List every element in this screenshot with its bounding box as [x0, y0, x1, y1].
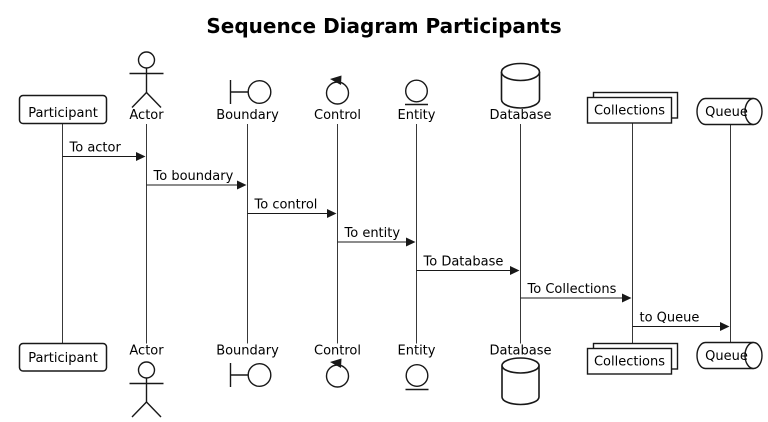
arrowhead — [720, 322, 730, 331]
queue-label: Queue — [705, 349, 748, 364]
arrowhead — [237, 180, 247, 190]
message-label: To actor — [69, 141, 122, 156]
queue-icon — [696, 341, 763, 370]
boundary-icon — [229, 79, 272, 104]
lifelines — [62, 123, 731, 344]
arrowhead — [510, 266, 520, 275]
participant-top: Participant — [18, 94, 108, 125]
control-top: Control — [314, 75, 361, 123]
boundary-label: Boundary — [216, 344, 279, 359]
control-icon — [325, 75, 350, 105]
database-icon — [500, 62, 541, 109]
message-to-entity: To entity — [337, 226, 416, 247]
control-label: Control — [314, 108, 361, 123]
diagram-title: Sequence Diagram Participants — [206, 14, 561, 38]
collections-icon — [586, 342, 679, 375]
participant-label: Participant — [28, 351, 98, 366]
control-label: Control — [314, 344, 361, 359]
collections-top: Collections — [586, 91, 679, 124]
actor-label: Actor — [129, 344, 164, 359]
participant-box-icon — [18, 342, 108, 372]
collections-icon — [586, 91, 679, 124]
message-to-actor: To actor — [62, 141, 146, 161]
message-label: To entity — [344, 226, 401, 241]
actor-icon — [129, 51, 164, 108]
actor-label: Actor — [129, 108, 164, 123]
queue-label: Queue — [705, 105, 748, 120]
participant-bottom: Participant — [18, 342, 108, 372]
participant-box-icon — [18, 94, 108, 125]
message-to-database: To Database — [416, 255, 520, 275]
queue-top: Queue — [696, 97, 763, 126]
collections-label: Collections — [594, 355, 665, 370]
database-label: Database — [489, 108, 551, 123]
queue-bottom: Queue — [696, 341, 763, 370]
message-label: To boundary — [153, 169, 234, 184]
entity-top: Entity — [398, 79, 436, 123]
database-label: Database — [489, 344, 551, 359]
collections-label: Collections — [594, 104, 665, 119]
database-top: Database — [489, 62, 552, 123]
actor-icon — [129, 361, 164, 418]
control-icon — [325, 358, 350, 388]
entity-label: Entity — [398, 344, 436, 359]
database-bottom: Database — [489, 344, 552, 406]
queue-icon — [696, 97, 763, 126]
boundary-label: Boundary — [216, 108, 279, 123]
database-icon — [501, 357, 540, 406]
arrowhead — [622, 293, 632, 303]
message-label: to Queue — [640, 311, 700, 326]
message-label: To Database — [423, 255, 504, 270]
entity-label: Entity — [398, 108, 436, 123]
message-label: To control — [254, 198, 318, 213]
actor-top: Actor — [129, 51, 164, 123]
message-to-queue: to Queue — [632, 311, 730, 331]
message-to-boundary: To boundary — [146, 169, 247, 190]
arrowhead — [406, 237, 416, 247]
boundary-icon — [229, 363, 272, 388]
entity-icon — [405, 364, 429, 391]
participant-label: Participant — [28, 106, 98, 121]
boundary-bottom: Boundary — [216, 344, 279, 388]
boundary-top: Boundary — [216, 79, 279, 123]
message-to-collections: To Collections — [520, 282, 632, 303]
control-bottom: Control — [314, 344, 361, 388]
entity-icon — [405, 79, 429, 106]
arrowhead — [136, 152, 146, 161]
arrowhead — [327, 209, 337, 218]
actor-bottom: Actor — [129, 344, 164, 418]
message-to-control: To control — [247, 198, 337, 218]
collections-bottom: Collections — [586, 342, 679, 375]
message-label: To Collections — [527, 282, 617, 297]
entity-bottom: Entity — [398, 344, 436, 391]
